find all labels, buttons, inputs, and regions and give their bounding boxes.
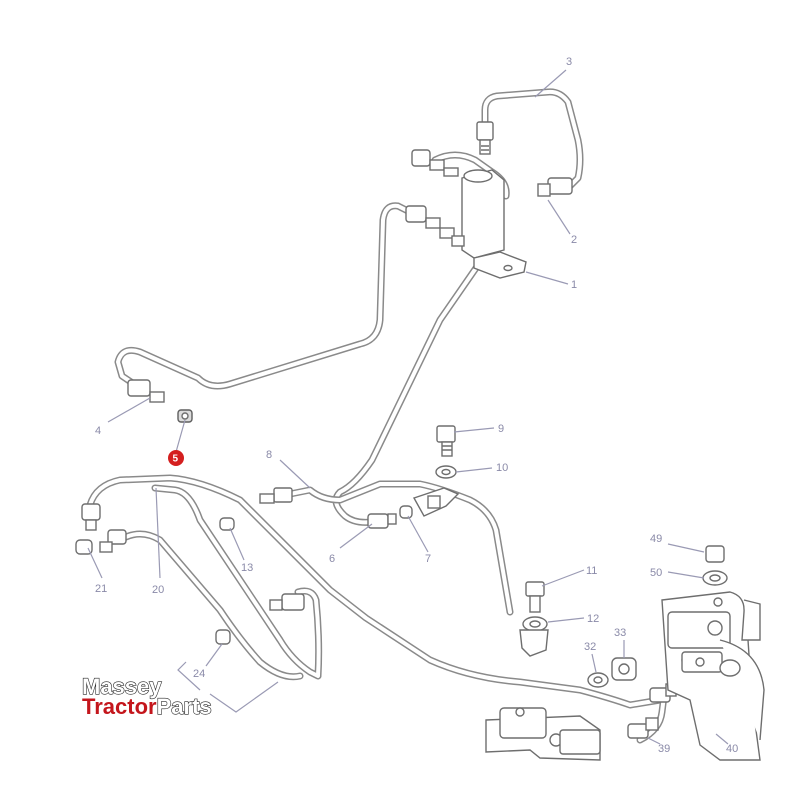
pipe-lower-left <box>116 530 304 681</box>
callout-33[interactable]: 33 <box>614 627 626 639</box>
callouts: 1 2 3 4 5 6 7 8 9 10 11 12 13 20 21 24 3… <box>95 56 738 755</box>
brand-logo: Massey TractorParts <box>81 673 212 719</box>
pump-housing <box>661 591 765 761</box>
leader-lines <box>87 69 729 745</box>
callout-4[interactable]: 4 <box>95 425 101 437</box>
callout-21[interactable]: 21 <box>95 583 107 595</box>
callout-6[interactable]: 6 <box>329 553 335 565</box>
nut-13 <box>219 517 235 531</box>
fitting-39 <box>627 717 659 739</box>
washer-10 <box>435 465 457 479</box>
logo-massey: Massey <box>82 674 162 699</box>
engine-block-lower <box>485 707 601 761</box>
fitting-top <box>476 121 494 155</box>
logo-parts: Parts <box>157 694 212 719</box>
washer-32 <box>587 672 609 688</box>
callout-5: 5 <box>173 454 179 465</box>
fitting-4 <box>127 379 165 403</box>
callout-39[interactable]: 39 <box>658 743 670 755</box>
callout-11[interactable]: 11 <box>586 565 597 577</box>
callout-10[interactable]: 10 <box>496 462 508 474</box>
logo-tractor: Tractor <box>82 694 157 719</box>
callout-49[interactable]: 49 <box>650 533 662 545</box>
callout-2[interactable]: 2 <box>571 234 577 246</box>
callout-8[interactable]: 8 <box>266 449 272 461</box>
callout-13[interactable]: 13 <box>241 562 253 574</box>
bolt-9 <box>436 425 456 457</box>
callout-20[interactable]: 20 <box>152 584 164 596</box>
callout-1[interactable]: 1 <box>571 279 577 291</box>
fitting-left-top <box>411 149 459 177</box>
banjo-bracket <box>519 629 549 657</box>
pipe-4 <box>114 202 414 392</box>
fitting-2 <box>537 177 573 197</box>
callout-32[interactable]: 32 <box>584 641 596 653</box>
highlight-marker <box>168 450 184 466</box>
pipe-lower-loop <box>151 484 323 680</box>
callout-24[interactable]: 24 <box>193 668 205 680</box>
pipe-8 <box>286 480 514 616</box>
part-7 <box>399 505 413 519</box>
fitting-loop-end <box>269 593 305 611</box>
callout-9[interactable]: 9 <box>498 423 504 435</box>
fitting-6 <box>367 513 397 529</box>
callout-3[interactable]: 3 <box>566 56 572 68</box>
nut-24 <box>215 629 231 645</box>
nut-33 <box>611 657 637 681</box>
pipe-20 <box>86 474 664 709</box>
callout-5-highlight[interactable]: 5 <box>168 450 184 466</box>
bolt-11 <box>525 581 545 613</box>
fitting-21-upper <box>81 503 101 531</box>
fitting-20-lower <box>99 529 127 553</box>
washer-12 <box>522 616 548 632</box>
bolt-49 <box>705 545 725 563</box>
fitting-left-mid <box>405 205 465 247</box>
washer-50 <box>702 570 728 586</box>
mounting-block <box>461 169 527 279</box>
tee-junction <box>412 487 460 517</box>
nut-21 <box>75 539 93 555</box>
callout-7[interactable]: 7 <box>425 553 431 565</box>
pipe-block-side <box>431 151 510 200</box>
callout-40[interactable]: 40 <box>726 743 738 755</box>
logo-line2: TractorParts <box>82 694 212 719</box>
callout-50[interactable]: 50 <box>650 567 662 579</box>
callout-12[interactable]: 12 <box>587 613 599 625</box>
pipe-upper-loop <box>481 88 584 190</box>
fitting-8 <box>259 487 293 504</box>
